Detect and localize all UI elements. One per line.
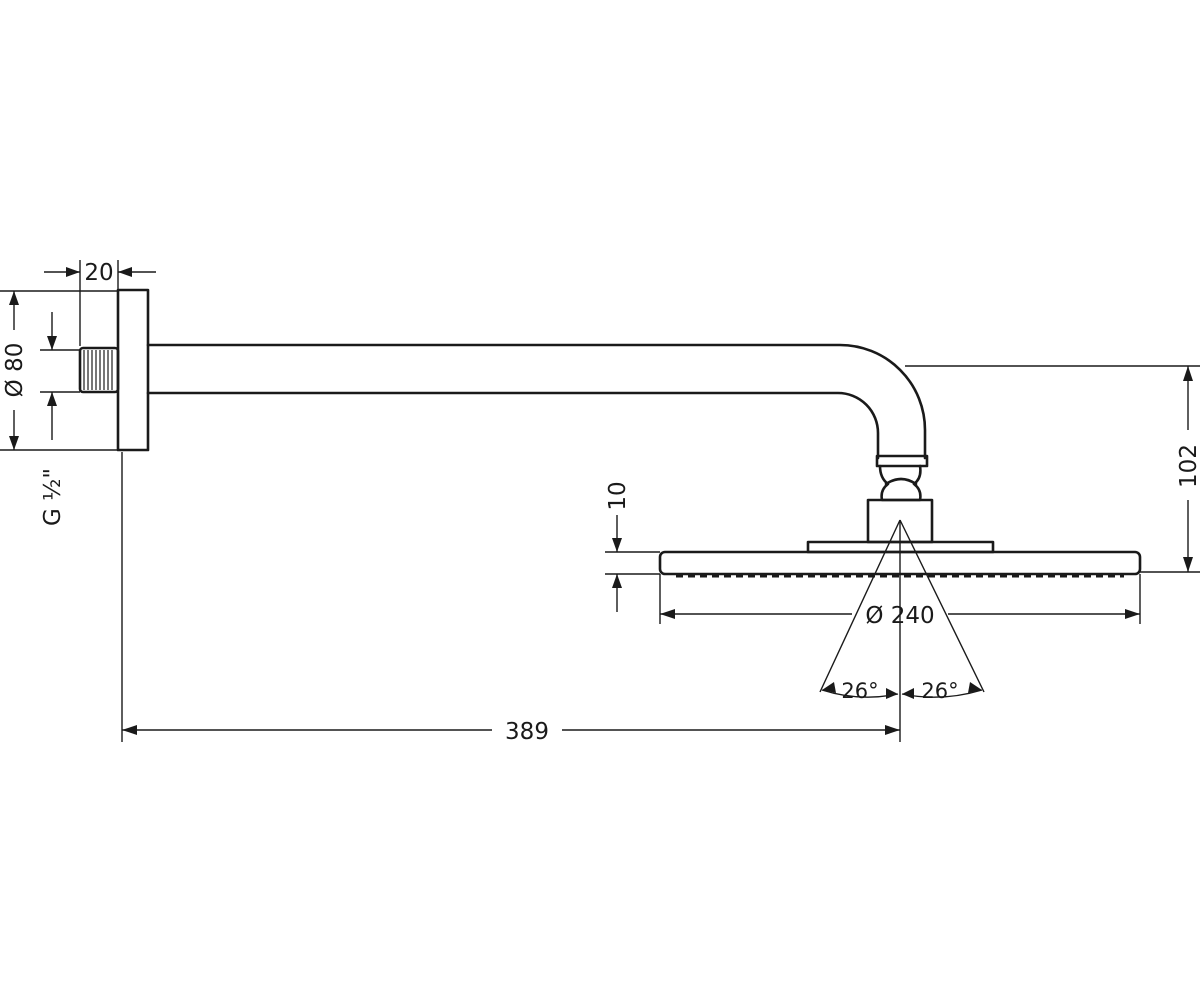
- label-spray-angle-right: 26°: [921, 679, 958, 703]
- dim-head-thickness: 10: [605, 481, 660, 612]
- dim-spray-angles: 26° 26°: [819, 519, 985, 742]
- dim-flange-depth: 20: [44, 260, 156, 346]
- dim-drop-height: 102: [905, 365, 1200, 573]
- label-flange-diameter: Ø 80: [2, 343, 28, 398]
- label-head-thickness: 10: [605, 481, 631, 510]
- label-drop-height: 102: [1176, 444, 1200, 488]
- arm-pipe-top: [146, 343, 927, 460]
- label-arm-projection: 389: [505, 719, 549, 745]
- wall-flange: [116, 288, 150, 452]
- threaded-connector: [78, 346, 120, 394]
- ball-joint-line: [884, 477, 918, 486]
- dim-thread: G ½": [40, 312, 80, 526]
- label-spray-angle-left: 26°: [841, 679, 878, 703]
- dim-arm-projection: 389: [121, 452, 900, 745]
- arm-pipe-bottom: [146, 391, 880, 460]
- label-thread: G ½": [40, 468, 66, 526]
- dim-flange-diameter: Ø 80: [0, 290, 118, 451]
- thread-hatching: [83, 350, 113, 390]
- shower-arm-assembly: [78, 288, 1142, 578]
- label-flange-depth: 20: [84, 260, 113, 286]
- joint-collar: [875, 454, 929, 468]
